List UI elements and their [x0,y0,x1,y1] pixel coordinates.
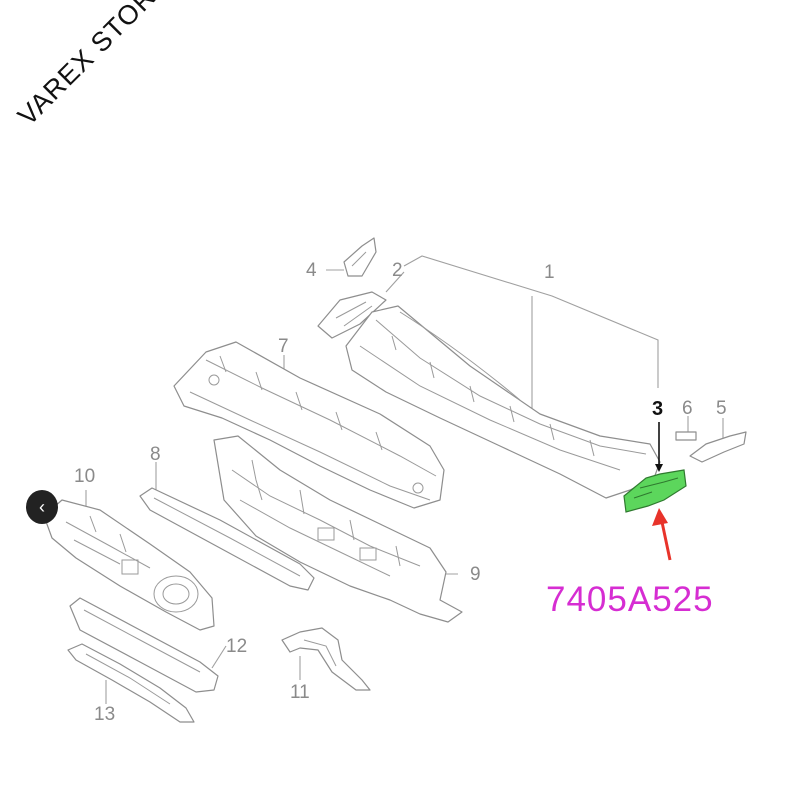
callout-1: 1 [544,262,555,283]
red-arrow-icon [652,508,672,561]
callout-3-arrow [655,422,663,472]
callout-8: 8 [150,444,161,465]
part-4-bracket [343,237,377,277]
callout-7: 7 [278,336,289,357]
part-12-cross-member [69,597,219,693]
leader-lines [85,255,724,704]
part-9-dash-panel [213,435,463,623]
part-8-bar [139,487,315,591]
chevron-left-icon: ‹ [39,497,45,517]
part-3-highlighted-bracket [623,469,687,513]
part-10-front-panel [43,499,215,631]
part-2-bracket [317,291,387,339]
callout-3: 3 [652,398,664,420]
callout-11: 11 [290,682,310,703]
part-5-bracket [689,431,747,463]
callout-5: 5 [716,398,727,419]
part-6-plate [675,431,697,441]
callout-2: 2 [392,260,403,281]
previous-image-button[interactable]: ‹ [26,490,58,524]
callout-12: 12 [226,636,248,657]
callout-6: 6 [682,398,693,419]
part-7-cowl-inner [173,341,445,509]
callout-9: 9 [470,564,481,585]
part-13-lower-member [67,643,195,723]
part-11-bracket [281,627,371,691]
callout-13: 13 [94,704,116,725]
callout-4: 4 [306,260,317,281]
part-number-label: 7405A525 [546,580,714,619]
part-1-cowl-panel [345,305,661,499]
callout-10: 10 [74,466,96,487]
